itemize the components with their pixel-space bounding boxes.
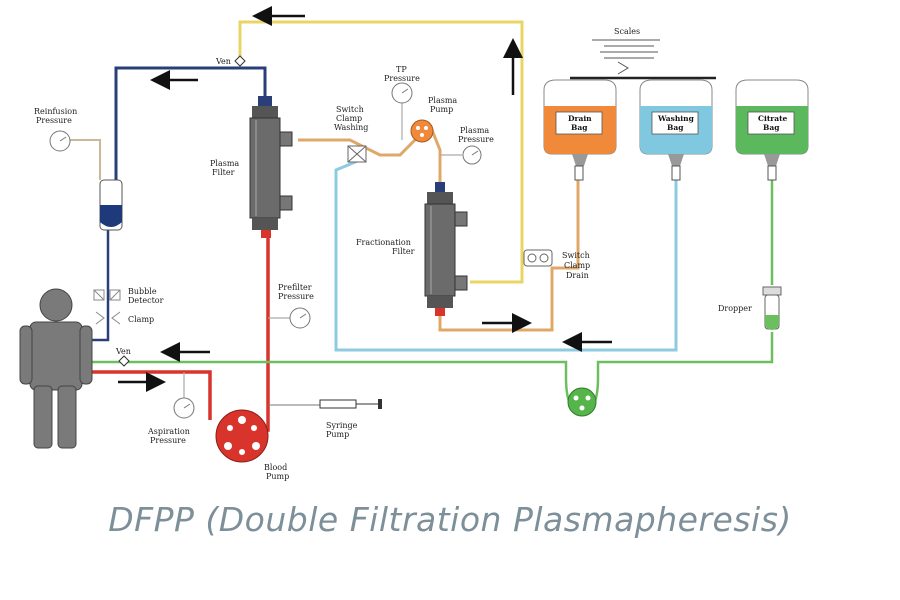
label-tp-pressure-1: TP xyxy=(396,65,407,74)
clamp-icon xyxy=(95,311,121,325)
venous-line xyxy=(114,66,240,185)
label-dropper: Dropper xyxy=(718,304,752,313)
reinfusion-pressure-gauge-icon xyxy=(49,130,71,152)
label-switch-clamp-drain-3: Drain xyxy=(566,271,589,280)
citrate-line-return xyxy=(92,360,568,378)
label-aspiration-pressure-1: Aspiration xyxy=(147,427,190,436)
label-drain-bag-2: Bag xyxy=(571,123,588,132)
venous-line-to-filter xyxy=(240,66,267,100)
label-plasma-pressure-1: Plasma xyxy=(460,126,489,135)
drip-chamber-icon xyxy=(99,179,123,231)
citrate-line-to-patient xyxy=(596,332,774,378)
drain-line xyxy=(438,180,580,332)
venous-valve-bottom-icon xyxy=(118,355,130,367)
label-tp-pressure-2: Pressure xyxy=(384,74,420,83)
label-blood-pump-2: Pump xyxy=(266,472,289,481)
syringe-pump-icon xyxy=(319,399,382,409)
label-drain-bag-1: Drain xyxy=(568,114,592,123)
label-fractionation-filter-2: Filter xyxy=(392,247,415,256)
label-clamp: Clamp xyxy=(128,315,154,324)
label-reinfusion-pressure-2: Pressure xyxy=(36,116,72,125)
label-plasma-filter-2: Filter xyxy=(212,168,235,177)
label-switch-clamp-washing-3: Washing xyxy=(334,123,368,132)
label-prefilter-pressure-1: Prefilter xyxy=(278,283,312,292)
venous-line-to-patient xyxy=(92,230,110,342)
label-plasma-pump-1: Plasma xyxy=(428,96,457,105)
label-plasma-pump-2: Pump xyxy=(430,105,453,114)
label-bubble-detector-2: Detector xyxy=(128,296,164,305)
scales-icon xyxy=(570,39,716,80)
plasma-filter-icon xyxy=(249,96,293,238)
prefilter-pressure-gauge-icon xyxy=(289,307,311,329)
label-scales: Scales xyxy=(614,27,640,36)
plasma-pump-icon xyxy=(410,119,434,143)
blood-line xyxy=(92,370,212,420)
washing-line xyxy=(334,158,678,352)
label-citrate-bag-2: Bag xyxy=(763,123,780,132)
aspiration-pressure-gauge-icon xyxy=(173,397,195,419)
label-aspiration-pressure-2: Pressure xyxy=(150,436,186,445)
label-washing-bag-1: Washing xyxy=(657,114,695,123)
plasma-line xyxy=(298,127,442,185)
label-bubble-detector-1: Bubble xyxy=(128,287,157,296)
label-switch-clamp-drain-1: Switch xyxy=(562,251,590,260)
label-reinfusion-pressure-1: Reinfusion xyxy=(34,107,77,116)
label-prefilter-pressure-2: Pressure xyxy=(278,292,314,301)
label-switch-clamp-drain-2: Clamp xyxy=(564,261,590,270)
label-syringe-pump-1: Syringe xyxy=(326,421,358,430)
washing-bag-icon xyxy=(639,79,713,181)
label-blood-pump-1: Blood xyxy=(264,463,287,472)
label-plasma-pressure-2: Pressure xyxy=(458,135,494,144)
switch-clamp-drain-icon xyxy=(523,249,553,267)
drain-bag-icon xyxy=(543,79,617,181)
blood-line-to-filter xyxy=(262,236,270,432)
switch-clamp-washing-icon xyxy=(347,145,367,163)
label-venous-top: Ven xyxy=(215,57,231,66)
venous-valve-top-icon xyxy=(234,55,246,67)
tp-pressure-gauge-icon xyxy=(391,82,413,104)
yellow-return-line xyxy=(238,20,524,284)
plasma-pressure-gauge-icon xyxy=(462,145,482,165)
bubble-detector-icon xyxy=(93,289,121,301)
fractionation-filter-icon xyxy=(424,182,468,316)
citrate-bag-icon xyxy=(735,79,809,181)
reinfusion-pressure-line xyxy=(65,139,101,180)
label-washing-bag-2: Bag xyxy=(667,123,684,132)
diagram-caption: DFPP (Double Filtration Plasmapheresis) xyxy=(108,500,792,539)
dropper-icon xyxy=(762,286,782,330)
label-fractionation-filter-1: Fractionation xyxy=(356,238,411,247)
blood-pump-icon xyxy=(215,409,269,463)
citrate-pump-icon xyxy=(564,377,600,417)
patient-figure-icon xyxy=(19,288,93,449)
label-syringe-pump-2: Pump xyxy=(326,430,349,439)
label-citrate-bag-1: Citrate xyxy=(758,114,788,123)
label-venous-bottom: Ven xyxy=(115,347,131,356)
label-switch-clamp-washing-1: Switch xyxy=(336,105,364,114)
label-switch-clamp-washing-2: Clamp xyxy=(336,114,362,123)
label-plasma-filter-1: Plasma xyxy=(210,159,239,168)
